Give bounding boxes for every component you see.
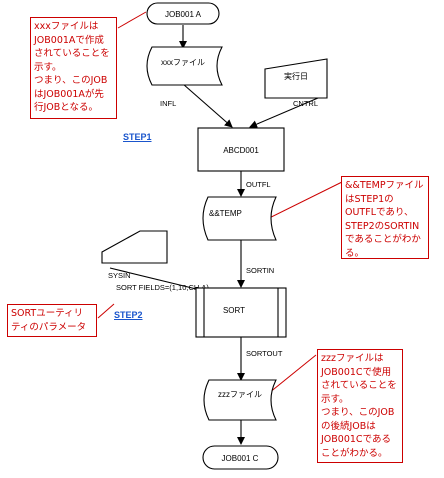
arrow-xxx-to-abcd	[182, 83, 233, 128]
job001a-label: JOB001 A	[165, 10, 202, 19]
zzz-file-node: zzzファイル	[203, 379, 277, 421]
step1-link[interactable]: STEP1	[123, 132, 152, 142]
pointer-note1	[117, 11, 147, 29]
note-zzz-file: zzzファイルは JOB001Cで使用 されていることを 示す。 つまり、このJ…	[317, 349, 403, 463]
abcd001-label: ABCD001	[223, 146, 259, 155]
cntrl-label: CNTRL	[293, 99, 318, 108]
sortout-label: SORTOUT	[246, 349, 283, 358]
sort-label: SORT	[223, 306, 245, 315]
arrow-jikkobi-to-abcd	[249, 97, 319, 128]
note-sort-parameter: SORTユーティリ ティのパラメータ	[7, 304, 97, 337]
xxx-file-node: xxxファイル	[146, 46, 223, 86]
jikkobi-node: 実行日	[264, 58, 328, 99]
jikkobi-label: 実行日	[284, 71, 308, 81]
note-temp-file: &&TEMPファイル はSTEP1の OUTFLであり、 STEP2のSORTI…	[341, 176, 429, 259]
step2-link[interactable]: STEP2	[114, 310, 143, 320]
abcd001-node: ABCD001	[197, 127, 285, 172]
sysin-label: SYSIN	[108, 271, 131, 280]
job001c-label: JOB001 C	[222, 454, 259, 463]
job001c-node: JOB001 C	[202, 445, 279, 470]
sort-fields-label: SORT FIELDS=(1,10,CH,A)	[116, 283, 209, 292]
sortin-label: SORTIN	[246, 266, 274, 275]
outfl-label: OUTFL	[246, 180, 271, 189]
temp-file-node: &&TEMP	[202, 196, 277, 241]
note-xxx-file: xxxファイルは JOB001Aで作成 されていることを 示す。 つまり、このJ…	[30, 17, 117, 119]
sysin-node	[101, 230, 168, 264]
xxx-file-label: xxxファイル	[161, 58, 205, 67]
temp-file-label: &&TEMP	[209, 209, 242, 218]
sort-node: SORT	[195, 287, 287, 338]
job001a-node: JOB001 A	[146, 2, 220, 25]
infl-label: INFL	[160, 99, 176, 108]
pointer-note3	[97, 303, 115, 319]
zzz-file-label: zzzファイル	[218, 390, 262, 399]
